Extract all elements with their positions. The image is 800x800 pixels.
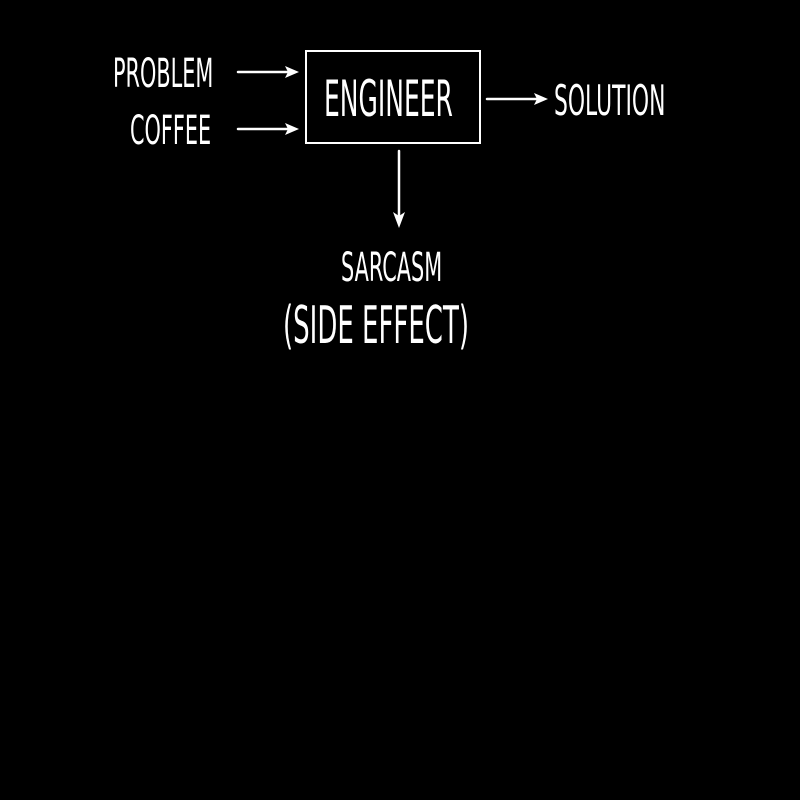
input-coffee-label: COFFEE: [130, 108, 212, 154]
arrow-problem-to-engineer: [236, 66, 299, 78]
arrow-coffee-to-engineer: [236, 123, 299, 135]
engineer-process-label: ENGINEER: [324, 70, 453, 128]
side-effect-note-label: (SIDE EFFECT): [283, 296, 469, 356]
arrow-engineer-to-sarcasm: [393, 149, 405, 228]
output-solution-label: SOLUTION: [554, 76, 666, 125]
side-effect-sarcasm-label: SARCASM: [341, 245, 443, 291]
arrow-engineer-to-solution: [485, 93, 548, 105]
engineer-process-box: ENGINEER: [305, 50, 481, 144]
input-problem-label: PROBLEM: [113, 51, 214, 97]
